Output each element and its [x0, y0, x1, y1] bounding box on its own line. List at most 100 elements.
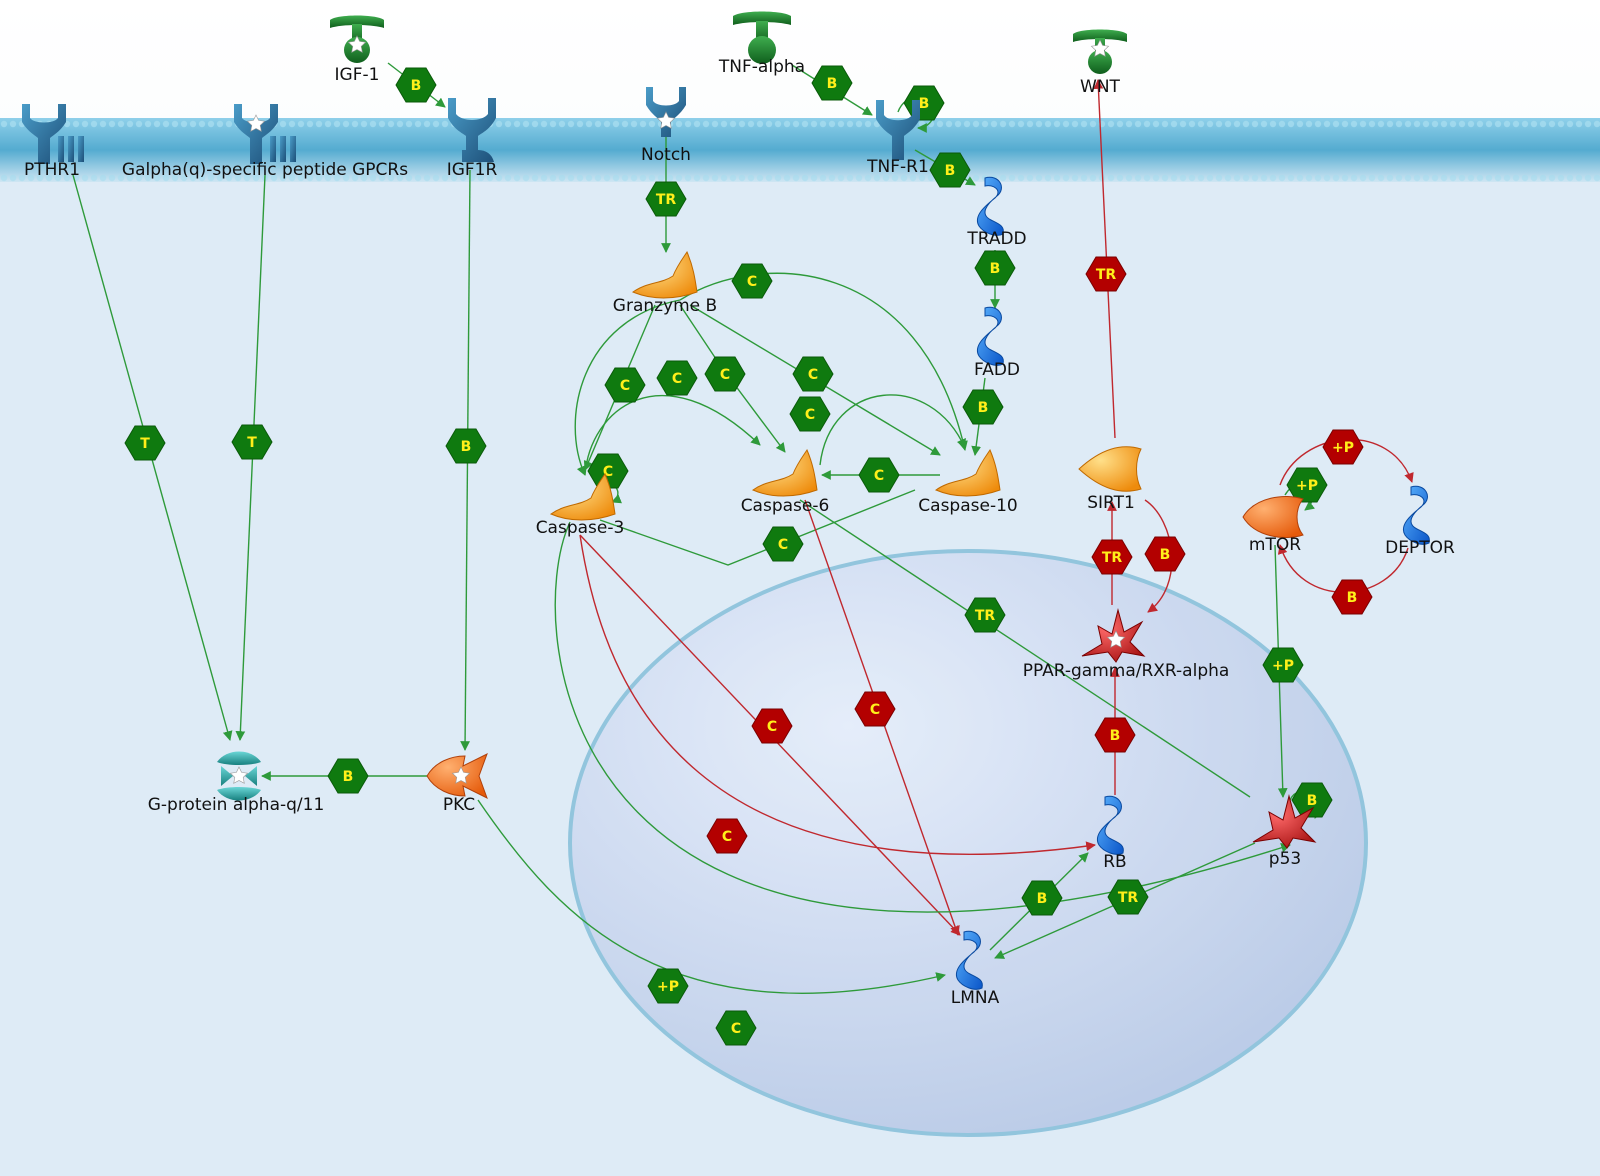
- receptor-gpcrs-icon[interactable]: [234, 104, 296, 164]
- lipid-head: [1521, 120, 1529, 128]
- lipid-head: [99, 174, 107, 182]
- badge-cleavage: C: [704, 356, 746, 392]
- lipid-head: [1197, 174, 1205, 182]
- lipid-head: [225, 174, 233, 182]
- lipid-head: [810, 174, 818, 182]
- lipid-head: [621, 120, 629, 128]
- kinase-pkc-icon[interactable]: [426, 752, 488, 800]
- lipid-head: [1575, 174, 1583, 182]
- ligand-wnt-icon[interactable]: [1073, 29, 1127, 75]
- nucleus: [568, 549, 1368, 1137]
- lipid-head: [1089, 120, 1097, 128]
- kinase-mtor-icon[interactable]: [1242, 496, 1304, 538]
- lipid-head: [666, 174, 674, 182]
- lipid-head: [1143, 120, 1151, 128]
- svg-text:T: T: [247, 435, 257, 451]
- badge-transformation: T: [124, 425, 166, 461]
- lipid-head: [126, 120, 134, 128]
- lipid-head: [1260, 174, 1268, 182]
- lipid-head: [630, 120, 638, 128]
- lipid-head: [1053, 120, 1061, 128]
- svg-text:B: B: [411, 78, 422, 94]
- tf-p53-icon[interactable]: [1252, 794, 1317, 849]
- lipid-head: [387, 174, 395, 182]
- ligand-tnf-alpha-icon[interactable]: [733, 11, 791, 65]
- lipid-head: [639, 174, 647, 182]
- lipid-head: [1548, 120, 1556, 128]
- lipid-head: [117, 174, 125, 182]
- lipid-head: [765, 174, 773, 182]
- receptor-pthr1-icon[interactable]: [22, 104, 84, 164]
- gprotein-alpha-q11-icon[interactable]: [217, 751, 261, 801]
- receptor-tnfr1-icon[interactable]: [876, 100, 920, 160]
- lipid-head: [576, 120, 584, 128]
- adaptor-lmna-label: LMNA: [951, 988, 1000, 1008]
- lipid-head: [711, 120, 719, 128]
- lipid-head: [81, 120, 89, 128]
- lipid-head: [1449, 174, 1457, 182]
- ligand-igf1-icon[interactable]: [330, 15, 384, 64]
- lipid-head: [1476, 120, 1484, 128]
- lipid-head: [1206, 120, 1214, 128]
- svg-text:C: C: [870, 702, 880, 718]
- lipid-head: [972, 120, 980, 128]
- lipid-head: [63, 174, 71, 182]
- lipid-head: [900, 174, 908, 182]
- lipid-head: [648, 174, 656, 182]
- badge-cleavage-inhibit: C: [854, 691, 896, 727]
- lipid-head: [756, 174, 764, 182]
- lipid-head: [1350, 174, 1358, 182]
- lipid-head: [1062, 174, 1070, 182]
- lipid-head: [18, 174, 26, 182]
- lipid-head: [585, 120, 593, 128]
- lipid-head: [441, 120, 449, 128]
- lipid-head: [432, 174, 440, 182]
- badge-cleavage: C: [789, 396, 831, 432]
- lipid-head: [441, 174, 449, 182]
- lipid-head: [432, 120, 440, 128]
- lipid-head: [1242, 174, 1250, 182]
- svg-text:C: C: [722, 829, 732, 845]
- badge-transcription: TR: [645, 181, 687, 217]
- receptor-igf1r-icon[interactable]: [448, 98, 496, 162]
- lipid-head: [1224, 174, 1232, 182]
- lipid-head: [1323, 174, 1331, 182]
- adaptor-deptor-label: DEPTOR: [1385, 538, 1455, 558]
- lipid-head: [504, 174, 512, 182]
- lipid-head: [1296, 120, 1304, 128]
- lipid-head: [1368, 174, 1376, 182]
- protease-sirt1-icon[interactable]: [1078, 446, 1142, 492]
- lipid-head: [567, 174, 575, 182]
- lipid-head: [1044, 174, 1052, 182]
- lipid-head: [801, 174, 809, 182]
- lipid-head: [1449, 120, 1457, 128]
- lipid-head: [9, 120, 17, 128]
- lipid-head: [1584, 120, 1592, 128]
- lipid-head: [1467, 120, 1475, 128]
- lipid-head: [1539, 120, 1547, 128]
- lipid-head: [702, 120, 710, 128]
- lipid-head: [1566, 174, 1574, 182]
- lipid-head: [693, 120, 701, 128]
- badge-transcription-inhibit: TR: [1091, 539, 1133, 575]
- lipid-head: [333, 120, 341, 128]
- lipid-head: [207, 120, 215, 128]
- lipid-head: [999, 174, 1007, 182]
- lipid-head: [756, 120, 764, 128]
- lipid-head: [108, 120, 116, 128]
- lipid-head: [1557, 174, 1565, 182]
- svg-text:B: B: [1110, 728, 1121, 744]
- lipid-head: [387, 120, 395, 128]
- lipid-head: [1179, 174, 1187, 182]
- lipid-head: [243, 174, 251, 182]
- receptor-notch-icon[interactable]: [646, 87, 686, 137]
- tf-ppar-rxr-icon[interactable]: [1081, 608, 1146, 663]
- lipid-head: [1503, 174, 1511, 182]
- lipid-head: [1521, 174, 1529, 182]
- lipid-head: [1134, 174, 1142, 182]
- lipid-head: [675, 174, 683, 182]
- lipid-head: [324, 174, 332, 182]
- lipid-head: [1206, 174, 1214, 182]
- lipid-head: [603, 120, 611, 128]
- lipid-head: [684, 120, 692, 128]
